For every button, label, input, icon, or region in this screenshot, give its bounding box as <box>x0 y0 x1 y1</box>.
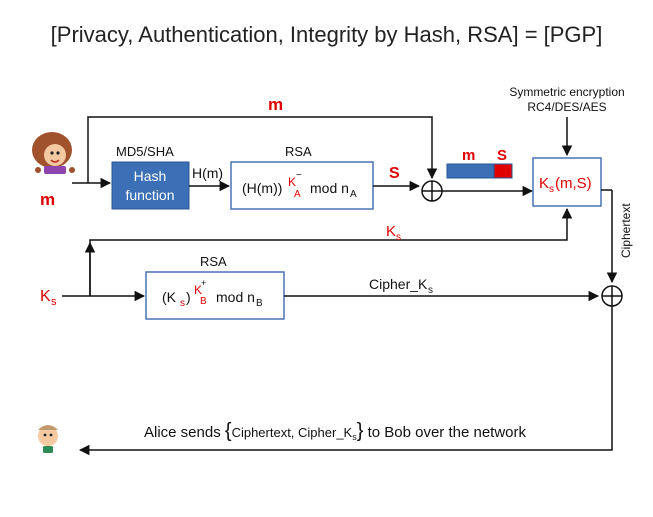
hash-label-line1: Hash <box>134 168 167 184</box>
h-of-m-label: H(m) <box>192 165 223 181</box>
send-inner-sub: s <box>352 432 357 442</box>
combine-xor-symbol <box>601 285 623 307</box>
send-to-bob-line <box>78 306 613 456</box>
cipher-ks-sub: s <box>428 285 433 296</box>
ks-mid-k: K <box>386 223 396 240</box>
rsa2-key-sub: B <box>200 296 207 307</box>
m-bypass-line <box>87 116 438 183</box>
s-output-label: S <box>389 165 400 182</box>
ks-left-k: K <box>40 288 51 305</box>
m-top-label: m <box>268 95 283 114</box>
send-pre: Alice sends <box>144 424 225 441</box>
hash-function-box <box>111 161 190 210</box>
rsa-expr-prefix: (H(m)) <box>242 180 282 196</box>
bar-m-label: m <box>462 147 475 164</box>
send-message: Alice sends {Ciphertext, Cipher_Ks} to B… <box>144 420 527 442</box>
rsa2-sub: s <box>180 298 185 309</box>
rsa-sign-box <box>230 161 374 210</box>
send-brace-close: } <box>357 420 364 442</box>
slide-title: [Privacy, Authentication, Integrity by H… <box>50 22 603 47</box>
alice-avatar-icon <box>32 132 75 174</box>
ks-left-sub: s <box>51 296 57 308</box>
rsa-expr: (H(m)) <box>242 180 282 196</box>
rsa2-mod-sub: B <box>256 298 263 309</box>
hash-label-line2: function <box>125 187 174 203</box>
ciphertext-vertical-label: Ciphertext <box>619 203 633 258</box>
rsa2-key-sign: + <box>201 278 206 288</box>
s-segment-bar <box>493 163 513 179</box>
rsa-key-sub: A <box>294 189 301 200</box>
send-post: to Bob over the network <box>363 424 526 441</box>
rsa-mod-sub: A <box>350 189 357 200</box>
rsa-top-label: RSA <box>285 144 312 159</box>
bob-avatar-icon <box>38 425 58 453</box>
rsa2-open: (K <box>162 289 177 305</box>
rsa-bottom-label: RSA <box>200 254 227 269</box>
m-input-label: m <box>40 190 55 209</box>
md5-sha-label: MD5/SHA <box>116 144 174 159</box>
rsa2-key-letter: K <box>194 283 202 297</box>
concat-xor-symbol <box>421 180 443 202</box>
rsa-key-sign: − <box>296 170 302 181</box>
rsa-key-letter: K <box>288 175 296 189</box>
ks-box-k: K <box>539 175 549 192</box>
ks-box-sub: s <box>549 184 554 195</box>
ks-mid-sub: s <box>396 232 401 243</box>
rsa-mod: mod n <box>310 180 349 196</box>
send-inner: Ciphertext, Cipher_K <box>232 425 353 440</box>
symmetric-algorithms-label: RC4/DES/AES <box>527 100 606 114</box>
m-segment-bar <box>446 163 495 179</box>
symmetric-encrypt-box <box>532 157 602 207</box>
bar-s-label: S <box>497 147 507 164</box>
symmetric-encryption-label: Symmetric encryption <box>509 85 624 99</box>
rsa2-mod: mod n <box>216 289 255 305</box>
ks-box-rest: (m,S) <box>555 175 592 192</box>
cipher-ks-label: Cipher_K <box>369 276 428 292</box>
rsa2-close: ) <box>186 289 191 305</box>
send-brace-open: { <box>225 420 232 442</box>
